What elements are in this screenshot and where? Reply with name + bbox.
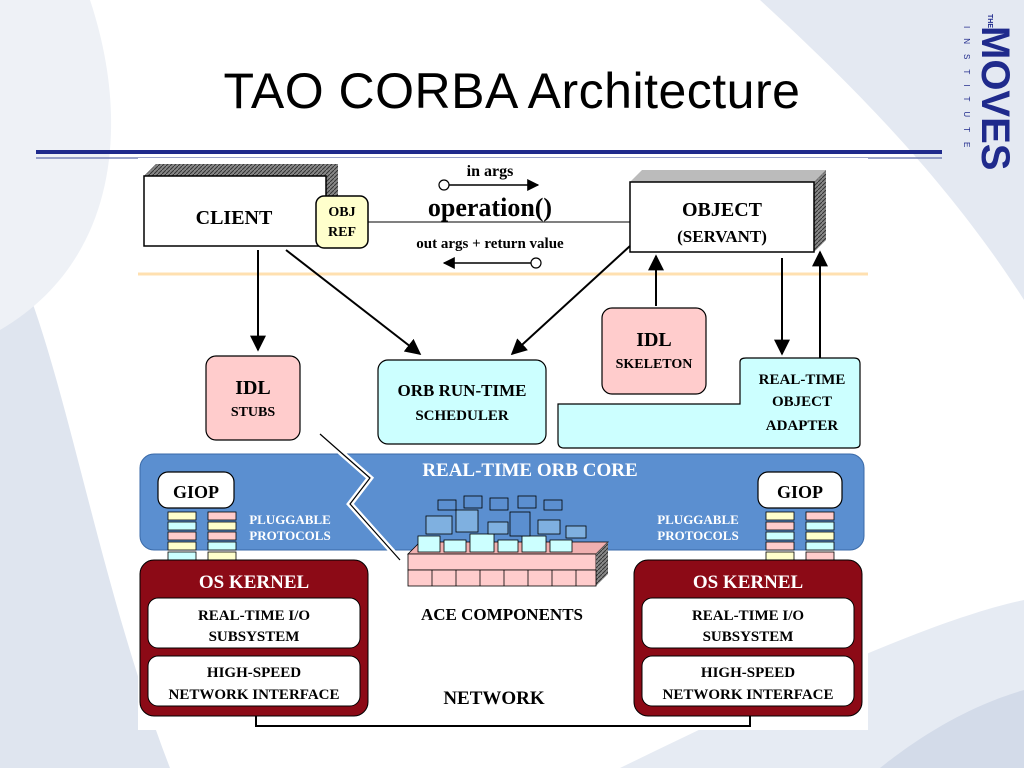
svg-text:SUBSYSTEM: SUBSYSTEM [209, 629, 300, 645]
client-label: CLIENT [196, 207, 273, 229]
in-args-label: in args [467, 163, 514, 180]
out-args-label: out args + return value [416, 236, 564, 252]
svg-text:REF: REF [328, 225, 356, 240]
svg-text:OBJECT: OBJECT [772, 394, 832, 410]
svg-text:MOVES: MOVES [973, 26, 1017, 170]
svg-text:HIGH-SPEED: HIGH-SPEED [207, 665, 301, 681]
svg-text:SCHEDULER: SCHEDULER [415, 408, 509, 424]
os-kernel-right: OS KERNEL REAL-TIME I/O SUBSYSTEM HIGH-S… [633, 559, 863, 717]
object-label: OBJECT [682, 199, 763, 221]
pluggable-right-line2: PROTOCOLS [657, 528, 738, 543]
svg-text:INSTITUTE: INSTITUTE [962, 26, 971, 157]
obj-ref-box: OBJ REF [315, 195, 369, 249]
ace-components-graphic [407, 495, 609, 587]
svg-text:NETWORK INTERFACE: NETWORK INTERFACE [663, 687, 834, 703]
svg-text:STUBS: STUBS [231, 405, 276, 420]
giop-left: GIOP [157, 471, 235, 509]
pluggable-left-line1: PLUGGABLE [249, 512, 331, 527]
pluggable-left-line2: PROTOCOLS [249, 528, 330, 543]
ace-components-label: ACE COMPONENTS [421, 605, 583, 624]
client-box: CLIENT [143, 164, 338, 247]
idl-stubs-box: IDL STUBS [205, 355, 301, 441]
svg-text:SUBSYSTEM: SUBSYSTEM [703, 629, 794, 645]
svg-text:REAL-TIME I/O: REAL-TIME I/O [692, 608, 804, 624]
slide-title: TAO CORBA Architecture [223, 63, 801, 119]
moves-logo: THE MOVES INSTITUTE [962, 14, 1017, 170]
operation-label: operation() [428, 193, 552, 222]
svg-text:THE: THE [986, 14, 993, 28]
svg-text:SKELETON: SKELETON [616, 357, 693, 372]
rt-object-adapter-box: REAL-TIME OBJECT ADAPTER [557, 357, 861, 449]
svg-text:NETWORK INTERFACE: NETWORK INTERFACE [169, 687, 340, 703]
object-servant-box: OBJECT (SERVANT) [629, 170, 826, 253]
tao-architecture-diagram: CLIENT OBJ REF in args operation() out a… [138, 158, 868, 730]
pluggable-right-line1: PLUGGABLE [657, 512, 739, 527]
protocol-stack-right [765, 511, 835, 561]
network-link [255, 716, 751, 727]
giop-right: GIOP [757, 471, 843, 509]
network-label: NETWORK [443, 688, 545, 709]
svg-text:OBJ: OBJ [328, 205, 355, 220]
svg-text:OS KERNEL: OS KERNEL [199, 572, 309, 593]
svg-text:IDL: IDL [235, 377, 271, 399]
svg-text:ADAPTER: ADAPTER [766, 418, 839, 434]
svg-text:GIOP: GIOP [777, 482, 823, 502]
idl-skeleton-box: IDL SKELETON [601, 307, 707, 395]
svg-text:REAL-TIME: REAL-TIME [759, 372, 846, 388]
orb-core-label: REAL-TIME ORB CORE [422, 460, 637, 481]
svg-text:HIGH-SPEED: HIGH-SPEED [701, 665, 795, 681]
svg-text:GIOP: GIOP [173, 482, 219, 502]
svg-text:IDL: IDL [636, 329, 672, 351]
protocol-stack-left [167, 511, 237, 561]
svg-text:OS KERNEL: OS KERNEL [693, 572, 803, 593]
orb-scheduler-box: ORB RUN-TIME SCHEDULER [377, 359, 547, 445]
svg-text:REAL-TIME I/O: REAL-TIME I/O [198, 608, 310, 624]
servant-label: (SERVANT) [677, 227, 767, 246]
svg-text:ORB RUN-TIME: ORB RUN-TIME [398, 381, 527, 400]
os-kernel-left: OS KERNEL REAL-TIME I/O SUBSYSTEM HIGH-S… [139, 559, 369, 717]
